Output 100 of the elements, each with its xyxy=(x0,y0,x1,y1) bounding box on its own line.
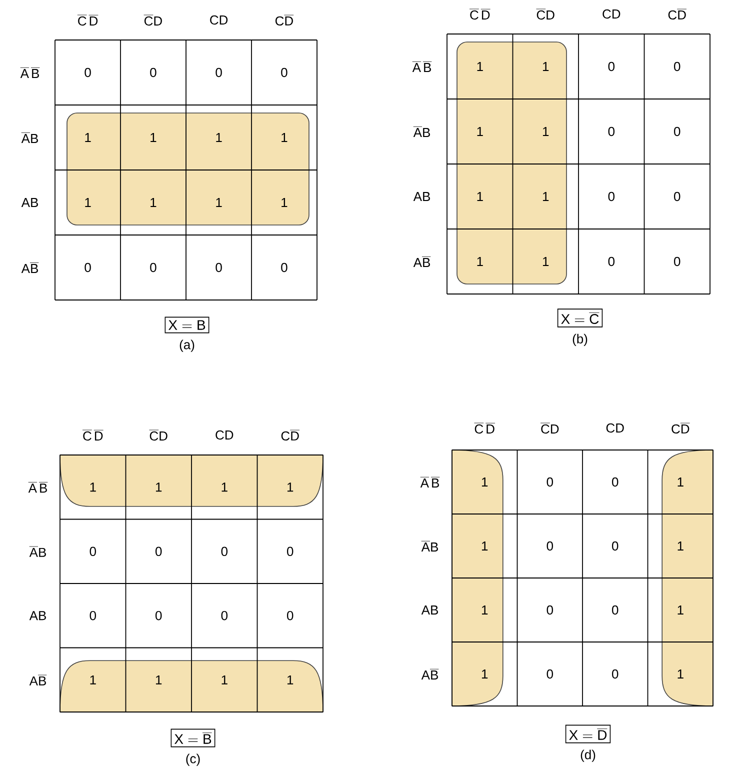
result-box: $\mathrm{X}=\overline{\mathrm{C}}$ xyxy=(557,308,603,328)
cell-value: 0 xyxy=(674,62,680,72)
cell-value: 0 xyxy=(612,541,618,551)
column-header: $\overline{\mathrm{C}}\mathrm{D}$ xyxy=(144,15,162,26)
column-header: $\mathrm{CD}$ xyxy=(210,15,228,25)
row-header: $\overline{\mathrm{A}}\,\overline{\mathrm{B}}$ xyxy=(420,477,440,488)
cell-value: 1 xyxy=(678,670,684,678)
row-header: $\mathrm{A}\overline{\mathrm{B}}$ xyxy=(29,675,47,686)
panel-caption: (a) xyxy=(180,340,194,352)
cell-value: 0 xyxy=(221,611,228,620)
cell-value: 1 xyxy=(90,482,96,492)
row-header: $\mathrm{AB}$ xyxy=(29,611,46,620)
cell-value: 1 xyxy=(150,133,156,142)
column-header: $\mathrm{C}\overline{\mathrm{D}}$ xyxy=(672,423,690,434)
cell-value: 0 xyxy=(84,262,91,272)
cell-value: 1 xyxy=(482,606,488,614)
cell-value: 1 xyxy=(222,482,228,492)
row-header: $\mathrm{A}\overline{\mathrm{B}}$ xyxy=(413,256,431,267)
row-header: $\mathrm{AB}$ xyxy=(413,192,430,201)
cell-value: 0 xyxy=(216,262,222,272)
cell-value: 0 xyxy=(674,192,680,202)
cell-value: 0 xyxy=(612,477,618,487)
cell-value: 1 xyxy=(216,133,222,142)
cell-value: 1 xyxy=(90,675,96,684)
cell-value: 0 xyxy=(150,262,156,272)
cell-value: 0 xyxy=(608,126,615,136)
column-header: $\overline{\mathrm{C}}\,\overline{\mathrm{D}}$ xyxy=(474,423,495,434)
cell-value: 1 xyxy=(216,198,222,207)
cell-value: 1 xyxy=(678,606,684,614)
result-box: $\mathrm{X}=\mathrm{B}$ xyxy=(164,316,210,334)
column-header: $\mathrm{C}\overline{\mathrm{D}}$ xyxy=(668,9,686,20)
cell-value: 1 xyxy=(542,127,549,136)
cell-value: 0 xyxy=(90,546,96,556)
cell-value: 0 xyxy=(156,546,162,556)
column-header: $\overline{\mathrm{C}}\mathrm{D}$ xyxy=(540,423,559,434)
panel-caption: (c) xyxy=(186,754,200,766)
column-header: $\overline{\mathrm{C}}\mathrm{D}$ xyxy=(536,9,554,20)
row-header: $\mathrm{AB}$ xyxy=(21,198,38,207)
cell-value: 1 xyxy=(482,478,488,486)
cell-value: 0 xyxy=(546,477,554,487)
row-header: $\overline{\mathrm{A}}\mathrm{B}$ xyxy=(421,541,438,552)
cell-value: 0 xyxy=(612,669,618,679)
column-header: $\overline{\mathrm{C}}\,\overline{\mathrm{D}}$ xyxy=(470,9,490,20)
row-header: $\overline{\mathrm{A}}\mathrm{B}$ xyxy=(21,132,38,143)
row-header: $\mathrm{A}\overline{\mathrm{B}}$ xyxy=(21,262,39,273)
column-header: $\mathrm{C}\overline{\mathrm{D}}$ xyxy=(281,430,300,441)
cell-value: 1 xyxy=(477,62,483,71)
cell-value: 1 xyxy=(542,257,549,266)
column-header: $\mathrm{C}\overline{\mathrm{D}}$ xyxy=(275,15,294,26)
panel-caption: (d) xyxy=(580,750,596,762)
row-header: $\overline{\mathrm{A}}\,\overline{\mathrm{B}}$ xyxy=(20,68,40,78)
cell-value: 1 xyxy=(477,192,483,201)
result-box: $\mathrm{X}=\overline{\mathrm{B}}$ xyxy=(170,728,216,748)
cell-value: 1 xyxy=(282,133,288,142)
cell-value: 0 xyxy=(612,605,618,615)
cell-value: 1 xyxy=(222,675,228,684)
cell-value: 1 xyxy=(85,133,91,142)
cell-value: 1 xyxy=(150,198,156,207)
cell-value: 0 xyxy=(84,68,91,78)
cell-value: 0 xyxy=(608,192,615,202)
cell-value: 0 xyxy=(281,68,288,78)
row-header: $\overline{\mathrm{A}}\,\overline{\mathrm{B}}$ xyxy=(412,62,432,72)
row-header: $\mathrm{A}\overline{\mathrm{B}}$ xyxy=(421,669,439,680)
cell-value: 1 xyxy=(85,198,91,207)
cell-value: 0 xyxy=(90,611,96,620)
row-header: $\overline{\mathrm{A}}\,\overline{\mathrm{B}}$ xyxy=(28,482,48,493)
cell-value: 1 xyxy=(156,482,162,492)
cell-value: 0 xyxy=(221,546,228,556)
cell-value: 0 xyxy=(674,256,680,266)
cell-value: 0 xyxy=(546,605,554,615)
column-header: $\overline{\mathrm{C}}\mathrm{D}$ xyxy=(149,430,168,441)
cell-value: 0 xyxy=(608,62,615,72)
column-header: $\mathrm{CD}$ xyxy=(606,423,624,433)
cell-value: 0 xyxy=(287,546,294,556)
cell-value: 0 xyxy=(216,68,222,78)
cell-value: 0 xyxy=(287,611,294,620)
cell-value: 1 xyxy=(287,482,294,492)
cell-value: 1 xyxy=(482,670,488,678)
cell-value: 1 xyxy=(482,542,488,550)
cell-value: 1 xyxy=(678,542,684,550)
cell-value: 0 xyxy=(546,541,554,551)
column-header: $\overline{\mathrm{C}}\,\overline{\mathrm{D}}$ xyxy=(77,15,98,26)
row-header: $\overline{\mathrm{A}}\mathrm{B}$ xyxy=(29,546,46,557)
cell-value: 1 xyxy=(282,198,288,207)
cell-value: 1 xyxy=(287,675,294,684)
cell-value: 0 xyxy=(150,68,156,78)
cell-value: 1 xyxy=(678,478,684,486)
column-header: $\mathrm{CD}$ xyxy=(216,430,234,440)
cell-value: 1 xyxy=(542,62,549,71)
column-header: $\overline{\mathrm{C}}\,\overline{\mathrm{D}}$ xyxy=(82,430,104,441)
cell-value: 1 xyxy=(156,675,162,684)
cell-value: 0 xyxy=(608,256,615,266)
cell-value: 0 xyxy=(156,611,162,620)
cell-value: 0 xyxy=(546,669,554,679)
cell-value: 0 xyxy=(281,262,288,272)
panel-caption: (b) xyxy=(572,334,588,346)
cell-value: 1 xyxy=(542,192,549,201)
cell-value: 0 xyxy=(674,126,680,136)
row-header: $\overline{\mathrm{A}}\mathrm{B}$ xyxy=(413,126,430,137)
cell-value: 1 xyxy=(477,127,483,136)
